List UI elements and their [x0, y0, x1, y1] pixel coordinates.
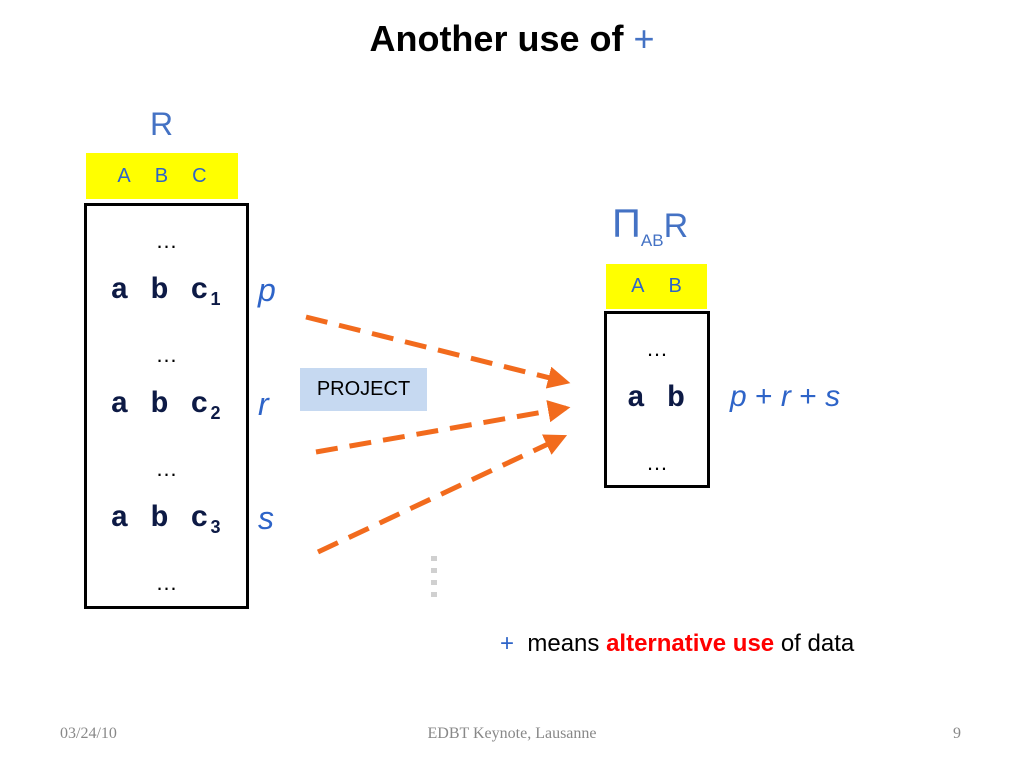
tuple-label-r: r	[258, 386, 269, 422]
title-plus-symbol: +	[633, 18, 655, 59]
tuple-values: a b c	[110, 502, 211, 536]
expr-s: s	[825, 380, 841, 413]
tuple-values: a b c	[110, 274, 211, 308]
projection-relation-name: ΠABR	[612, 202, 688, 251]
projection-header: A B	[606, 264, 707, 309]
header-col-b: B	[668, 275, 682, 297]
tuple-subscript: 1	[210, 289, 223, 309]
relation-r-header: A B C	[86, 153, 238, 199]
project-operation-label: PROJECT	[300, 368, 427, 411]
header-col-c: C	[192, 164, 207, 187]
expr-r: r	[780, 380, 791, 413]
expr-plus: +	[790, 380, 826, 413]
table-row-tuple-1: a b c1	[87, 274, 246, 310]
note-text-2: of data	[774, 630, 855, 657]
tuple-label-p: p	[258, 272, 276, 308]
faint-vertical-marks	[431, 556, 437, 597]
tuple-values: a b c	[110, 388, 211, 422]
note-text-1: means	[514, 630, 607, 657]
footnote-explanation: + means alternative use of data	[500, 630, 854, 658]
table-row-tuple-3: a b c3	[87, 502, 246, 538]
table-row-dots: …	[646, 336, 668, 361]
table-row-dots: …	[155, 342, 178, 367]
arrow-r	[315, 400, 571, 455]
table-row-dots: …	[155, 456, 178, 481]
relation-r-table: … a b c1 … a b c2 … a b c3 …	[84, 203, 249, 609]
tuple-subscript: 2	[210, 403, 223, 423]
table-row-tuple-ab: a b	[626, 382, 687, 416]
footer-page-number: 9	[953, 725, 961, 742]
pi-symbol: Π	[612, 202, 641, 246]
header-col-b: B	[154, 164, 169, 187]
tuple-label-s: s	[258, 500, 274, 536]
arrow-s	[316, 434, 568, 555]
relation-r-name: R	[150, 106, 174, 142]
table-row-tuple-2: a b c2	[87, 388, 246, 424]
footer-date: 03/24/10	[60, 725, 117, 742]
footer-event: EDBT Keynote, Lausanne	[427, 725, 597, 742]
table-row-dots: …	[155, 570, 178, 595]
note-emphasis: alternative use	[606, 630, 775, 657]
expr-p: p	[730, 380, 747, 413]
header-col-a: A	[117, 164, 131, 187]
projection-subscript: AB	[640, 231, 664, 250]
slide-title: Another use of +	[0, 18, 1024, 60]
header-col-a: A	[631, 275, 645, 297]
projection-table: … a b …	[604, 311, 710, 488]
table-row-dots: …	[155, 228, 178, 253]
tuple-subscript: 3	[210, 517, 223, 537]
expr-plus: +	[746, 380, 781, 413]
projected-relation-r: R	[663, 207, 689, 245]
table-row-dots: …	[646, 450, 668, 475]
annotation-expression: p + r + s	[730, 380, 840, 414]
arrow-p	[305, 314, 571, 389]
note-plus-symbol: +	[500, 630, 515, 657]
title-text: Another use of	[369, 18, 634, 59]
